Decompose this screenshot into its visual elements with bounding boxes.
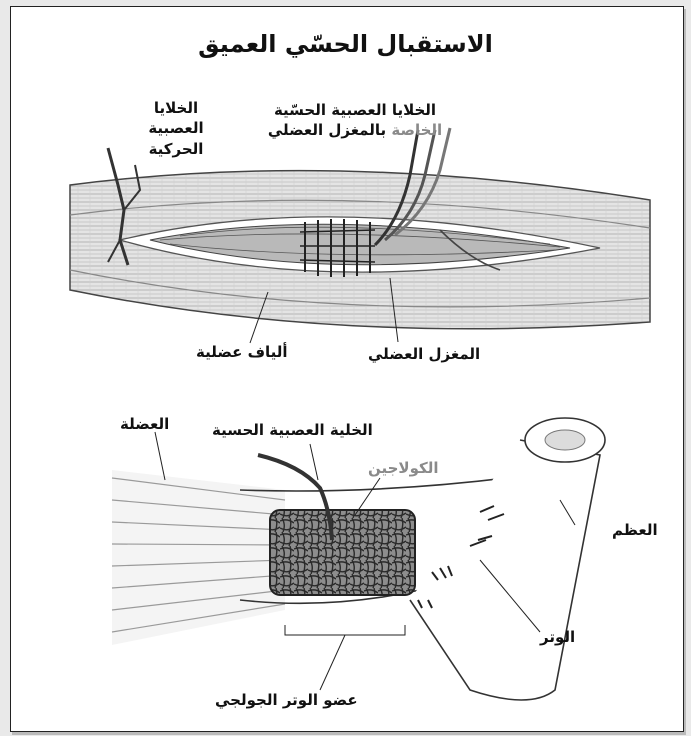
label-muscle-spindle: المغزل العضلي bbox=[368, 344, 480, 364]
label-motor-neurons: الخلايا العصبية الحركية bbox=[140, 98, 212, 159]
label-tendon: الوتر bbox=[540, 627, 575, 647]
label-collagen: الكولاجين bbox=[368, 458, 439, 478]
sensory-neurons-rest: بالمغزل العضلي bbox=[268, 121, 392, 139]
label-sensory-neuron: الخلية العصبية الحسية bbox=[212, 420, 373, 440]
muscle-belly bbox=[112, 470, 285, 645]
golgi-tendon-organ bbox=[270, 510, 415, 595]
motor-neurons-line-1: الخلايا bbox=[140, 98, 212, 118]
sensory-neurons-faint: الخاصة bbox=[391, 121, 442, 139]
sensory-neurons-line-2: الخاصة بالمغزل العضلي bbox=[250, 120, 460, 140]
bone bbox=[410, 418, 605, 700]
label-sensory-neurons-spindle: الخلايا العصبية الحسّية الخاصة بالمغزل ا… bbox=[250, 100, 460, 141]
label-muscle-fibers: ألياف عضلية bbox=[196, 342, 288, 362]
motor-neurons-line-2: العصبية bbox=[140, 118, 212, 138]
page-title: الاستقبال الحسّي العميق bbox=[0, 30, 691, 58]
label-bone: العظم bbox=[612, 520, 658, 540]
label-golgi-tendon-organ: عضو الوتر الجولجي bbox=[215, 690, 358, 710]
motor-neurons-line-3: الحركية bbox=[140, 139, 212, 159]
sensory-neurons-line-1: الخلايا العصبية الحسّية bbox=[250, 100, 460, 120]
label-muscle: العضلة bbox=[120, 414, 169, 434]
